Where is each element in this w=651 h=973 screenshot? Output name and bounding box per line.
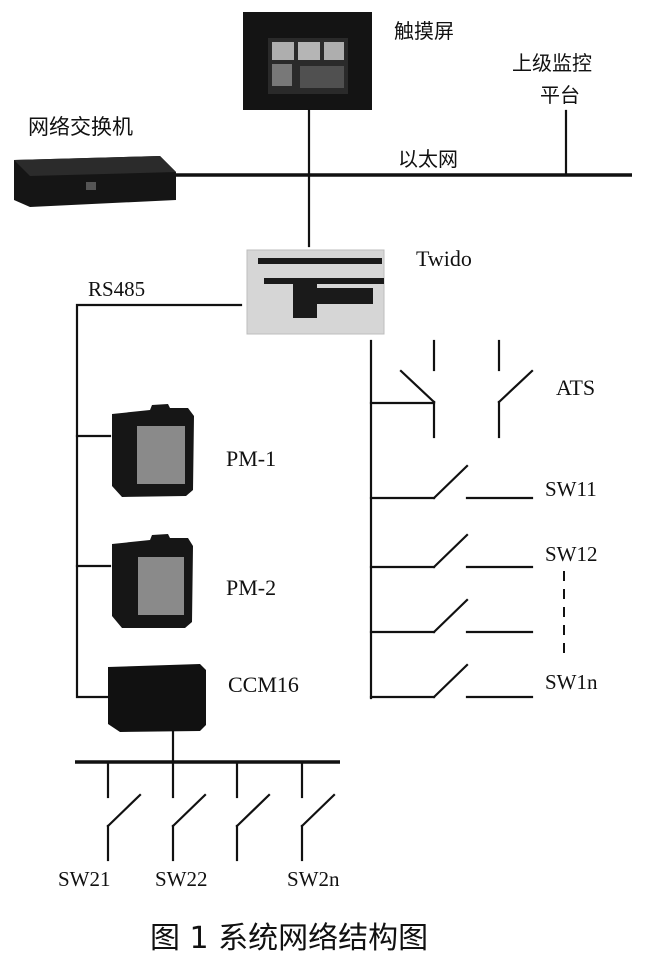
touchscreen-label: 触摸屏: [394, 19, 454, 43]
feeder-switch-3: [235, 760, 271, 862]
ccm16-label: CCM16: [228, 672, 299, 697]
feeder-switch-2: [171, 760, 207, 862]
ats-switch: [369, 339, 534, 439]
pm1-meter-device: [112, 404, 194, 497]
breaker-switch-row-1: [369, 464, 534, 500]
right-switch-group: [369, 464, 534, 699]
sw22-label: SW22: [155, 867, 208, 891]
sw1n-label: SW1n: [545, 670, 598, 694]
plc-label: Twido: [416, 246, 472, 271]
sw21-label: SW21: [58, 867, 111, 891]
breaker-switch-row-3: [369, 598, 534, 634]
network-switch-device: [14, 156, 176, 207]
ccm16-device: [108, 664, 206, 732]
ats-label: ATS: [556, 375, 595, 400]
sw2n-label: SW2n: [287, 867, 340, 891]
pm2-label: PM-2: [226, 575, 276, 600]
network-switch-label: 网络交换机: [28, 115, 133, 139]
sw12-label: SW12: [545, 542, 598, 566]
bottom-switch-group: [106, 760, 336, 862]
touchscreen-device: [243, 12, 372, 110]
breaker-switch-row-2: [369, 533, 534, 569]
feeder-switch-1: [106, 760, 142, 862]
rs485-bus: [75, 303, 243, 699]
twido-plc-device: [246, 249, 385, 335]
pm1-label: PM-1: [226, 446, 276, 471]
breaker-switch-row-4: [369, 663, 534, 699]
sw11-label: SW11: [545, 477, 597, 501]
rs485-label: RS485: [88, 277, 145, 301]
upper-platform-label-line2: 平台: [540, 83, 580, 107]
figure-caption: 图 1 系统网络结构图: [150, 921, 428, 956]
feeder-switch-4: [300, 760, 336, 862]
pm2-meter-device: [112, 534, 193, 628]
ethernet-label: 以太网: [398, 147, 458, 171]
upper-platform-label-line1: 上级监控: [512, 51, 592, 75]
